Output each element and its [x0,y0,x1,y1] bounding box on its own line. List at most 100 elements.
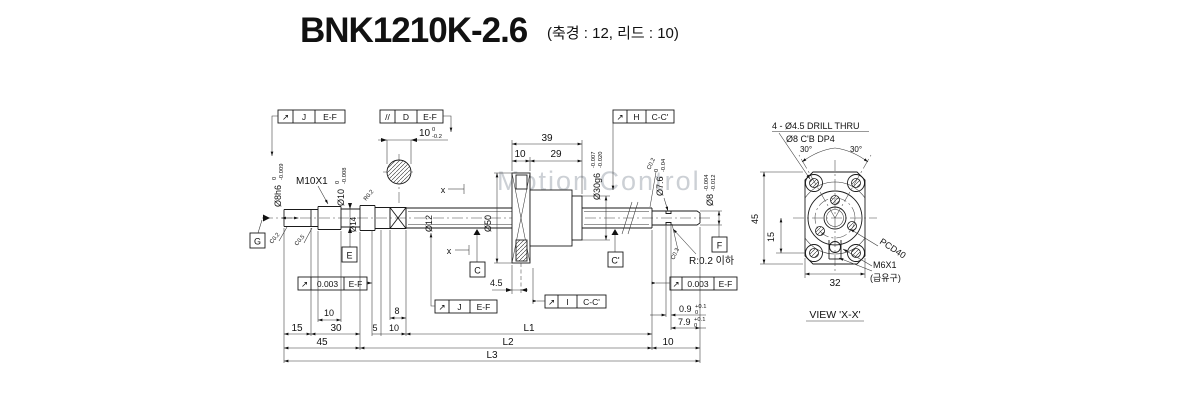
gdt-symbol: ↗ [616,112,623,122]
radius-r02: R0.2 [363,189,375,202]
dim-groove: 0.9 +0.1 0 7.9 +0.1 0 [650,304,706,330]
gdt-frame-runout-J-EF-bottom: ↗ J E-F [429,233,498,314]
dia76-hi: 0 [654,169,660,172]
chamfer-c05: C0.5 [294,234,306,247]
break-symbol [621,201,639,235]
gdt-datum: E-F [719,279,733,289]
dim-10-thread: 10 [324,308,334,318]
gdt-tolerance: J [457,302,461,312]
dim-flats: 10 [419,128,431,139]
dia50-text: Ø50 [483,215,493,232]
gdt-symbol: ↗ [301,279,308,289]
nut-spigot [571,195,583,241]
extension-lines [283,224,701,363]
dim-row-2: 45 L2 10 [284,337,700,350]
dim-0-9-lo: 0 [695,310,698,316]
m10-text: M10X1 [296,176,328,187]
dim-flats-tol-lo: -0.2 [432,134,442,140]
gdt-datum: E-F [323,112,337,122]
dia30-hi: -0.007 [591,152,597,168]
angle-30-right: 30° [850,145,862,154]
section-x-top: x [441,185,446,195]
dim-L1: L1 [523,323,535,334]
dia14-text: Ø14 [349,216,358,232]
main-view: 10 0 -0.2 ↗ J E-F // D E-F ↗ H C-C' [249,109,738,363]
gdt-datum: C-C' [652,112,669,122]
datum-E: E [341,246,358,263]
view-xx-caption: VIEW 'X-X' [809,309,860,321]
chamfer-c02-journal: C0.2 [670,247,681,261]
drawing-title: BNK1210K-2.6 [300,11,528,50]
m6x1-text: M6X1 [873,260,897,270]
return-tube-holes [815,195,857,236]
label-m10: M10X1 [296,176,329,205]
dia10-lo: -0.008 [342,168,348,184]
gdt-frame-parallel-D-EF: // D E-F [379,109,453,132]
gdt-datum: E-F [349,279,363,289]
angle-30-left: 30° [800,145,812,154]
dim-39: 39 [541,133,553,144]
dia10-text: Ø10 [336,189,346,206]
dim-row-1: 15 30 5 10 L1 [284,323,652,336]
gdt-symbol: ↗ [438,302,445,312]
title-block: BNK1210K-2.6 (축경 : 12, 리드 : 10) [300,11,679,50]
nut-body [529,189,573,247]
dim-0-9-hi: +0.1 [695,304,706,310]
dim-10-journal: 10 [662,337,674,348]
dim-10-flat: 10 [389,323,399,333]
gdt-datum: E-F [477,302,491,312]
gdt-symbol: ↗ [282,112,289,122]
datum-F: F [711,236,728,253]
gdt-frame-runout-0003-EF-left: ↗ 0.003 E-F [297,276,372,291]
datum-E-label: E [346,251,352,261]
view-xx: 4 - Ø4.5 DRILL THRU Ø8 C'B DP4 30° 30° 4… [750,121,908,322]
dia8h6-hi: 0 [272,177,278,180]
datum-Cprime-label: C' [611,256,619,266]
dia8r-text: Ø8 [705,194,715,206]
gdt-frame-runout-I-CC: ↗ I C-C' [532,268,607,309]
label-dia14: Ø14 [349,216,358,232]
oil-port-korean: (급유구) [870,273,901,283]
dim-5: 5 [372,323,377,333]
gdt-frame-runout-H-CC: ↗ H C-C' [611,109,675,190]
datum-C: C [469,229,486,278]
gdt-tolerance: J [302,112,306,122]
gdt-symbol: ↗ [548,297,555,307]
chamfer-c02-left: C0.2 [269,232,281,245]
dim-15-flange: 15 [766,218,806,254]
circlip-groove [665,211,672,225]
dia8r-hi: -0.004 [704,174,710,191]
datum-G: G [249,214,270,249]
dia8h6-lo: -0.009 [279,164,285,180]
dim-4-5-text: 4.5 [490,278,503,288]
gdt-tolerance: 0.003 [317,279,339,289]
drill-note: 4 - Ø4.5 DRILL THRU Ø8 C'B DP4 [772,121,869,180]
dim-7-9-lo: 0 [694,323,697,329]
dia76-lo: -0.04 [661,158,667,172]
dia12-text: Ø12 [424,215,434,232]
dim-10-flange: 10 [514,149,526,160]
dim-0-9: 0.9 [679,304,692,314]
gdt-tolerance: 0.003 [687,279,709,289]
gdt-datum: C-C' [583,297,600,307]
datum-C-prime: C' [607,229,624,268]
dim-8: 8 [394,306,399,316]
datum-G-label: G [254,237,261,247]
dim-45-flange: 45 [750,171,803,265]
r02-note: R:0.2 이하 [689,254,734,267]
dim-7-9-hi: +0.1 [694,317,705,323]
gdt-datum: E-F [423,112,437,122]
datum-C-label: C [474,266,481,276]
gdt-symbol: ↗ [672,279,679,289]
label-dia10: Ø10 0 -0.008 [335,168,352,247]
shaft-outline [283,201,701,235]
dim-flats-tol-hi: 0 [432,127,435,133]
gdt-frame-runout-J-EF-top: ↗ J E-F [270,109,346,156]
pcd40-text: PCD40 [878,236,908,260]
dim-15-text: 15 [766,232,776,242]
section-x-markers: x x [441,184,470,256]
label-dia8h6: Ø8h6 0 -0.009 [272,164,299,220]
angle-dims: 30° 30° [800,145,869,163]
